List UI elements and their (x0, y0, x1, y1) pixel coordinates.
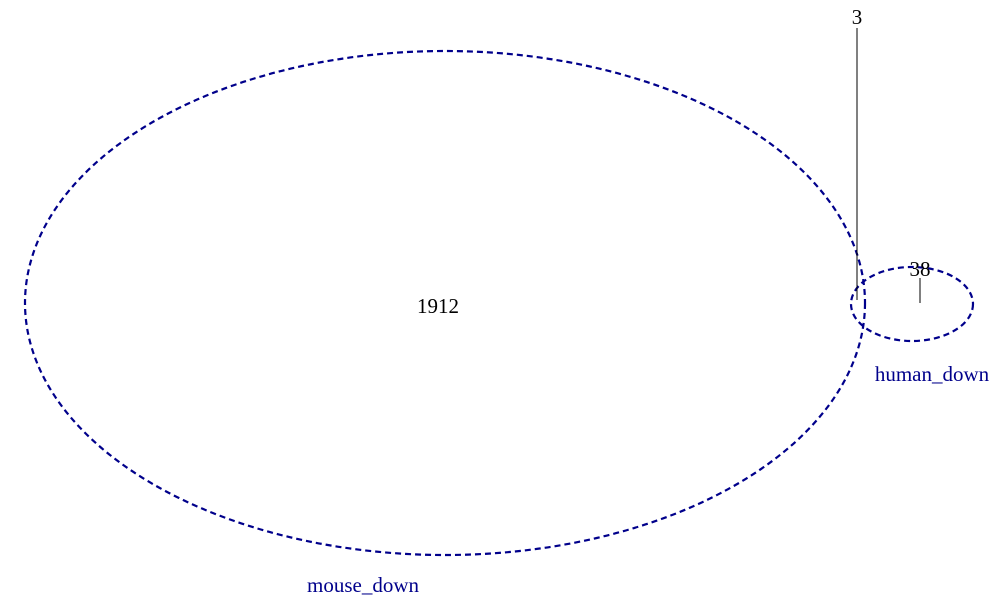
mouse-down-set-outline (23, 49, 867, 557)
human-only-count: 38 (910, 257, 931, 281)
human-down-set-outline (849, 265, 975, 343)
mouse-only-count: 1912 (417, 294, 459, 318)
intersection-count: 3 (852, 5, 863, 29)
mouse-down-set-label: mouse_down (307, 573, 419, 597)
human-down-set-label: human_down (875, 362, 990, 386)
